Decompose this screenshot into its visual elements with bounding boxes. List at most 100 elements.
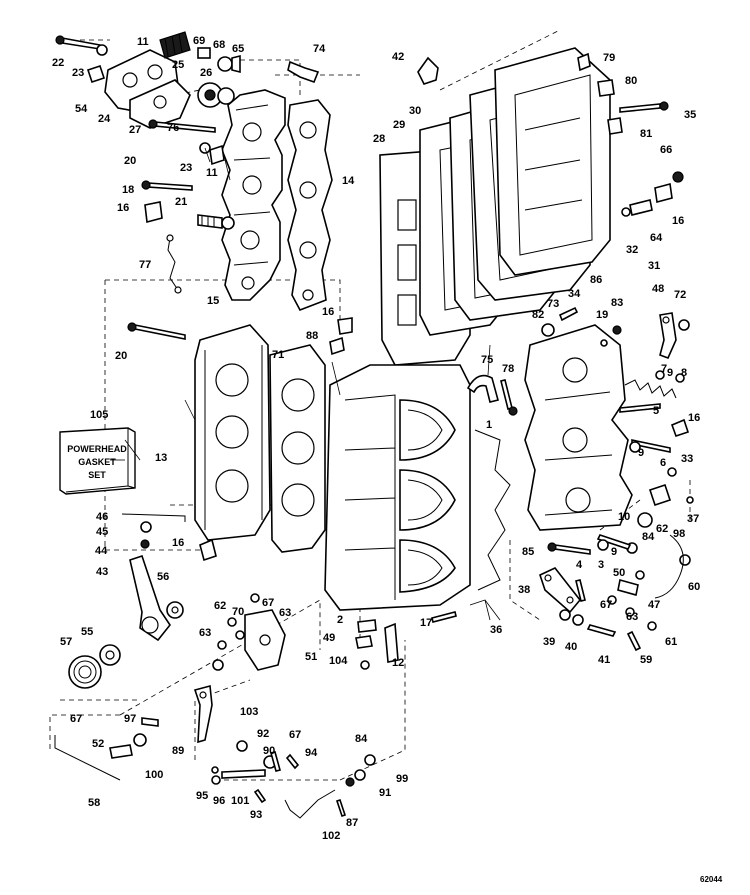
bracket-16-lower (199, 538, 217, 562)
callout-98: 98 (673, 528, 685, 540)
rod-46 (121, 513, 186, 522)
callout-60: 60 (688, 581, 700, 593)
callout-89: 89 (172, 745, 184, 757)
bolt-35 (619, 101, 669, 113)
callout-63b: 63 (199, 627, 211, 639)
crankcase-seal-36 (474, 429, 511, 591)
bolt-78 (500, 379, 518, 416)
callout-63c: 63 (626, 611, 638, 623)
callout-5: 5 (653, 405, 659, 417)
callout-85: 85 (522, 546, 534, 558)
callout-21: 21 (175, 196, 187, 208)
callout-26: 26 (200, 67, 212, 79)
callout-30: 30 (409, 105, 421, 117)
callout-9b: 9 (638, 447, 644, 459)
callout-81: 81 (640, 128, 652, 140)
callout-11b: 11 (206, 167, 218, 179)
clip-75 (466, 374, 499, 403)
callout-105: 105 (90, 409, 108, 421)
gasket-set-line-2: GASKET (78, 457, 116, 467)
callout-100: 100 (145, 769, 163, 781)
bolt-18 (141, 180, 193, 191)
callout-62b: 62 (656, 523, 668, 535)
callout-20a: 20 (124, 155, 136, 167)
callout-8: 8 (681, 367, 687, 379)
callout-48: 48 (652, 283, 664, 295)
callout-7: 7 (661, 363, 667, 375)
plug-54 (86, 64, 106, 84)
callout-77: 77 (139, 259, 151, 271)
callout-62a: 62 (214, 600, 226, 612)
plate-51 (244, 609, 286, 671)
bolt-72 (678, 319, 690, 331)
callout-102: 102 (322, 830, 340, 842)
callout-99: 99 (396, 773, 408, 785)
callout-91: 91 (379, 787, 391, 799)
callout-27: 27 (129, 124, 141, 136)
throttle-lever-43 (129, 554, 171, 642)
callout-103: 103 (240, 706, 258, 718)
callout-86: 86 (590, 274, 602, 286)
cylinder-head-gasket (269, 344, 326, 553)
callout-13: 13 (155, 452, 167, 464)
callout-67d: 67 (289, 729, 301, 741)
callout-38: 38 (518, 584, 530, 596)
sensor-21 (197, 214, 235, 230)
spring-69 (159, 31, 191, 59)
callout-49: 49 (323, 632, 335, 644)
callout-31: 31 (648, 260, 660, 272)
callout-12: 12 (392, 657, 404, 669)
callout-25: 25 (172, 59, 184, 71)
cylinder-head-cover (221, 89, 286, 301)
callout-16b: 16 (322, 306, 334, 318)
fasteners-5-6-8-9 (619, 370, 690, 453)
callout-43: 43 (96, 566, 108, 578)
crankcase-cover (524, 324, 633, 531)
fitting-88 (329, 317, 353, 356)
callout-70: 70 (232, 606, 244, 618)
bolt-85 (547, 542, 591, 555)
linkage-parts-lower (211, 740, 300, 804)
spring-7 (624, 379, 677, 399)
callout-15: 15 (207, 295, 219, 307)
lever-48 (659, 312, 677, 360)
callout-92: 92 (257, 728, 269, 740)
callout-68: 68 (213, 39, 225, 51)
callout-90: 90 (263, 745, 275, 757)
callout-82: 82 (532, 309, 544, 321)
callout-52: 52 (92, 738, 104, 750)
callout-80: 80 (625, 75, 637, 87)
callout-16a: 16 (117, 202, 129, 214)
callout-57: 57 (60, 636, 72, 648)
bracket-16-top (144, 201, 163, 224)
head-cover-gasket (287, 99, 333, 312)
callout-44: 44 (95, 545, 108, 557)
callout-83: 83 (611, 297, 623, 309)
callout-9c: 9 (611, 546, 617, 558)
bushing-55 (99, 644, 121, 666)
fitting-74 (287, 60, 320, 84)
bolt-20-lower (127, 322, 186, 340)
fitting-33-37-98 (626, 467, 694, 554)
callout-72: 72 (674, 289, 686, 301)
rod-102 (284, 789, 336, 819)
gasket-set-label: POWERHEAD GASKET SET (67, 444, 127, 480)
callout-45: 45 (96, 526, 108, 538)
cylinder-head (194, 324, 271, 541)
callout-20b: 20 (115, 350, 127, 362)
callout-96: 96 (213, 795, 225, 807)
callout-2: 2 (337, 614, 343, 626)
drawing-number: 62044 (700, 875, 723, 884)
callout-3: 3 (598, 559, 604, 571)
small-fittings (199, 142, 225, 166)
callout-104: 104 (329, 655, 348, 667)
callout-39: 39 (543, 636, 555, 648)
callout-17: 17 (420, 617, 432, 629)
callout-46: 46 (96, 511, 108, 523)
callout-93: 93 (250, 809, 262, 821)
callout-64: 64 (650, 232, 663, 244)
plug-42 (417, 56, 439, 85)
callout-54: 54 (75, 103, 88, 115)
gasket-set-line-1: POWERHEAD (67, 444, 127, 454)
